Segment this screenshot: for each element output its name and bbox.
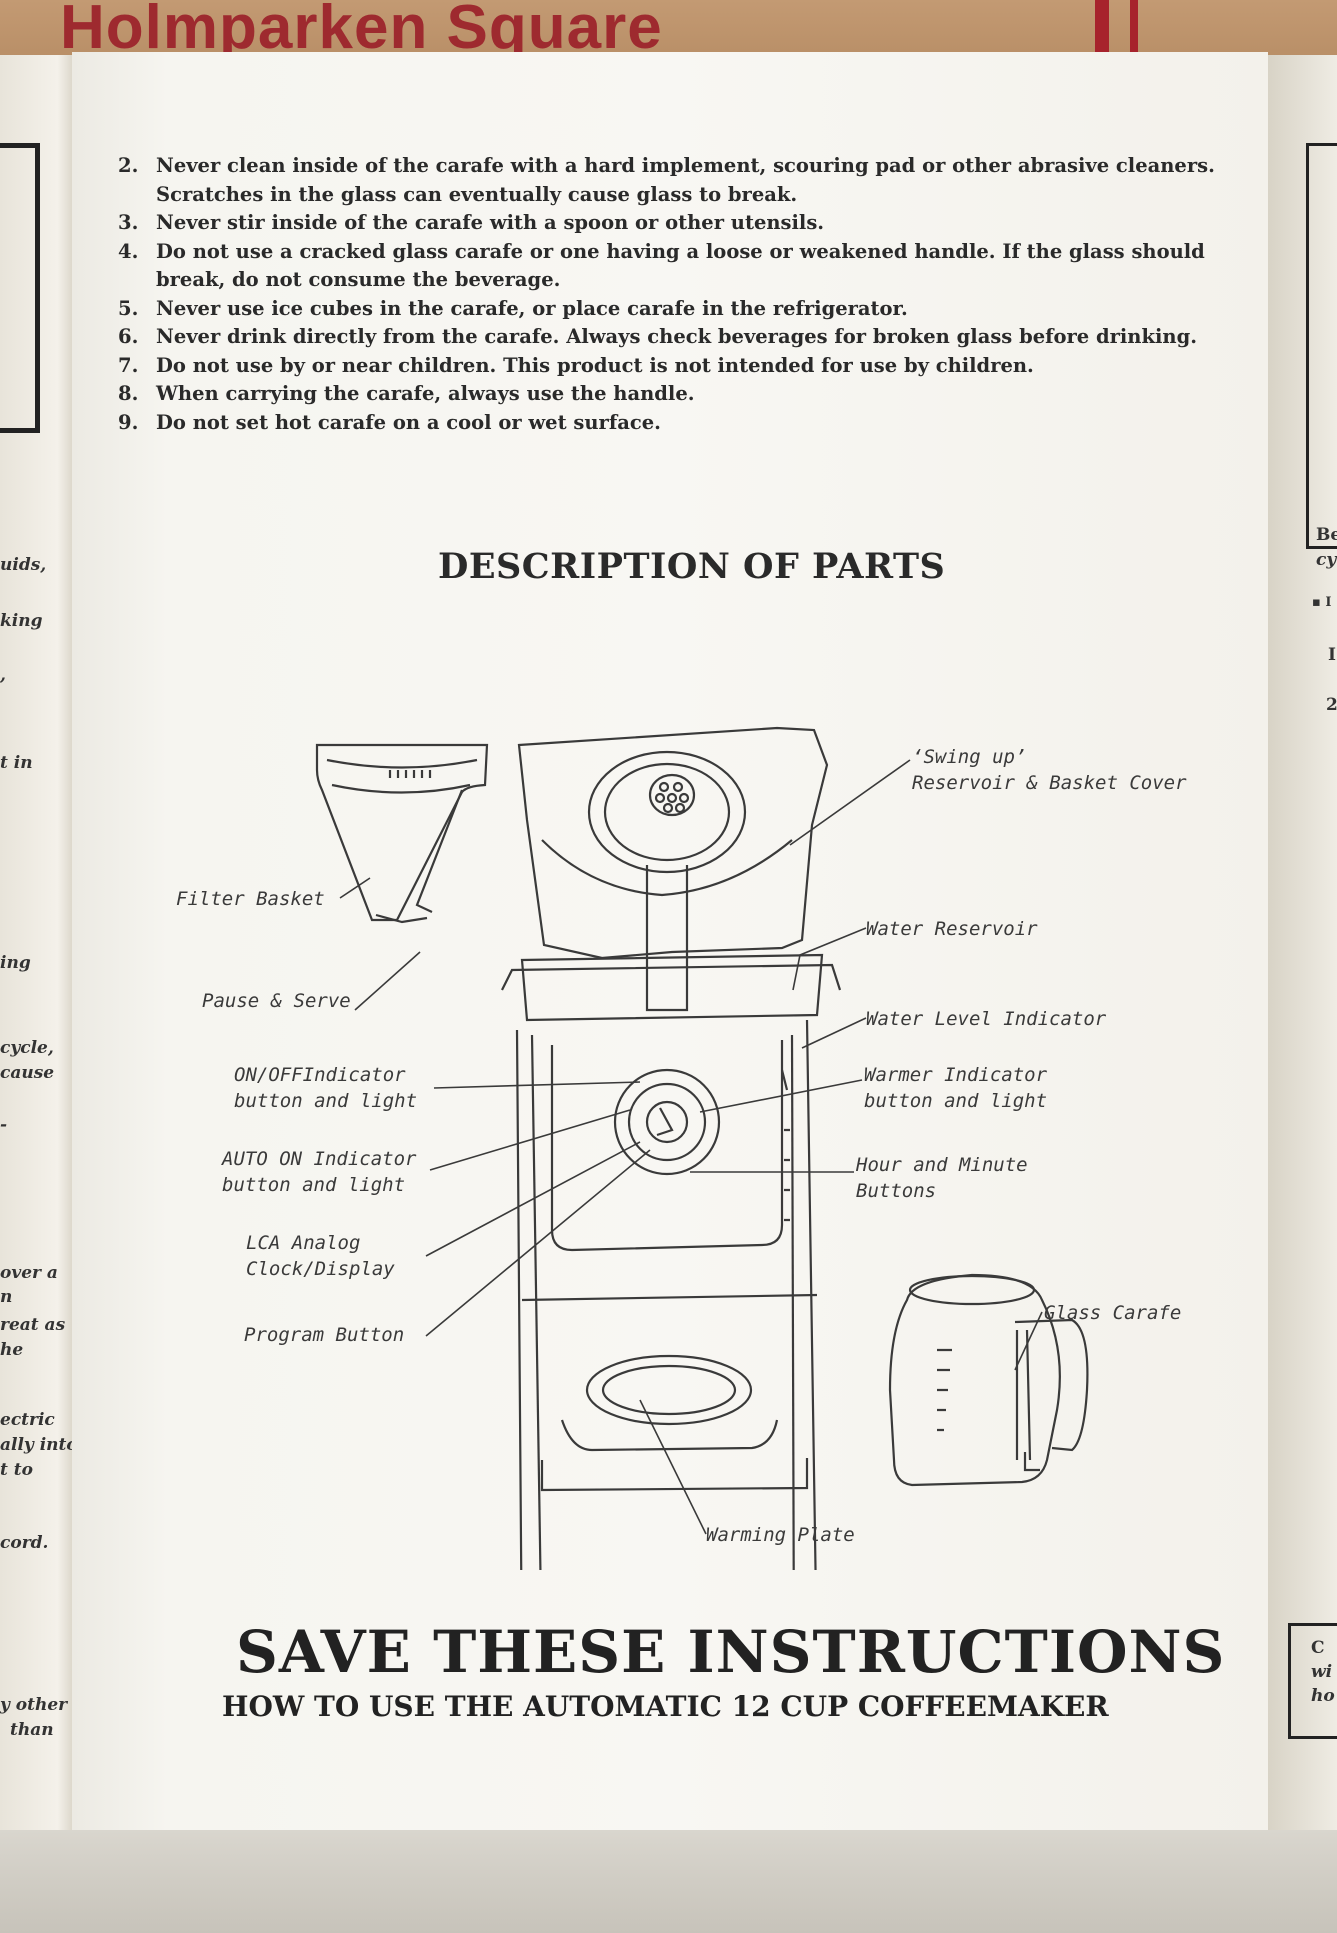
warning-item: 6. Never drink directly from the carafe. … [118, 323, 1248, 352]
warning-item: 7. Do not use by or near children. This p… [118, 352, 1248, 381]
glass-carafe-drawing [888, 1273, 1089, 1487]
warning-item: 8. When carrying the carafe, always use t… [118, 380, 1248, 409]
left-fragment: cord. [0, 1533, 49, 1553]
box-stripe [1095, 0, 1109, 62]
warning-text: Do not use a cracked glass carafe or one… [156, 239, 1205, 292]
label-auto-on-indicator: AUTO ON Indicator button and light [222, 1148, 417, 1196]
left-panel-frame [0, 143, 40, 433]
warning-item: 2. Never clean inside of the carafe with … [118, 152, 1248, 209]
right-fragment: wi [1311, 1662, 1333, 1682]
warning-text: Never use ice cubes in the carafe, or pl… [156, 296, 908, 320]
left-fragment: cycle, [0, 1038, 54, 1058]
warning-text: Never clean inside of the carafe with a … [156, 154, 1215, 206]
right-fragment: Be [1316, 525, 1337, 545]
save-instructions-title: SAVE THESE INSTRUCTIONS [236, 1618, 1226, 1686]
right-panel-box: C wi ho [1288, 1623, 1337, 1739]
left-fragment: he [0, 1340, 24, 1360]
left-fragment: reat as [0, 1315, 66, 1335]
left-fragment: than [10, 1720, 54, 1740]
swing-cover-drawing [517, 726, 829, 1012]
label-filter-basket: Filter Basket [176, 888, 325, 910]
label-program-button: Program Button [244, 1324, 405, 1346]
left-fragment: y other [0, 1695, 68, 1715]
warning-list: 2. Never clean inside of the carafe with … [118, 152, 1248, 437]
right-fragment: C [1311, 1638, 1325, 1658]
label-onoff-indicator: ON/OFFIndicator button and light [234, 1064, 418, 1112]
left-fragment: t to [0, 1460, 33, 1480]
warning-text: When carrying the carafe, always use the… [156, 382, 695, 405]
right-fragment: I [1328, 645, 1336, 665]
left-fragment: n [0, 1287, 13, 1307]
right-panel-frame [1306, 143, 1337, 549]
box-stripe [1130, 0, 1138, 62]
label-water-reservoir: Water Reservoir [866, 918, 1038, 940]
label-warming-plate: Warming Plate [706, 1524, 855, 1546]
left-fragment: over a [0, 1263, 58, 1283]
label-pause-serve: Pause & Serve [202, 990, 351, 1012]
filter-basket-drawing [315, 743, 489, 924]
label-hour-minute-buttons: Hour and Minute Buttons [856, 1154, 1028, 1202]
right-fragment: 2 [1326, 695, 1337, 715]
left-fragment: king [0, 611, 43, 631]
left-fragment: ally into [0, 1435, 72, 1455]
left-folded-panel: uids, king , t in ing cycle, cause - ove… [0, 55, 72, 1885]
label-lca-clock: LCA Analog Clock/Display [246, 1232, 395, 1280]
cardboard-box: Holmparken Square [0, 0, 1337, 62]
right-fragment: ho [1311, 1686, 1335, 1706]
coffeemaker-diagram [315, 726, 1089, 1570]
right-fragment: ▪ I [1312, 595, 1332, 610]
left-fragment: ing [0, 953, 31, 973]
warning-text: Never stir inside of the carafe with a s… [156, 211, 825, 234]
label-swing-up-cover: ‘Swing up’ Reservoir & Basket Cover [912, 746, 1187, 794]
warning-item: 3. Never stir inside of the carafe with a… [118, 209, 1248, 238]
warning-number: 4. [118, 239, 139, 263]
warning-item: 9. Do not set hot carafe on a cool or wet… [118, 409, 1248, 438]
warning-text: Do not use by or near children. This pro… [156, 353, 1034, 377]
warning-number: 7. [118, 353, 139, 377]
warning-number: 9. [118, 410, 139, 434]
left-fragment: t in [0, 753, 33, 773]
warning-number: 2. [118, 154, 139, 177]
warning-item: 4. Do not use a cracked glass carafe or o… [118, 238, 1248, 295]
warning-number: 5. [118, 296, 139, 320]
left-fragment: ectric [0, 1410, 55, 1430]
left-fragment: , [0, 665, 6, 685]
label-water-level: Water Level Indicator [866, 1008, 1107, 1030]
label-warmer-indicator: Warmer Indicator button and light [864, 1064, 1048, 1112]
label-glass-carafe: Glass Carafe [1044, 1302, 1182, 1324]
how-to-use-title: HOW TO USE THE AUTOMATIC 12 CUP COFFEEMA… [222, 1690, 1109, 1723]
warning-text: Never drink directly from the carafe. Al… [156, 325, 1197, 348]
warning-item: 5. Never use ice cubes in the carafe, or … [118, 295, 1248, 324]
table-surface [0, 1830, 1337, 1933]
coffeemaker-body-drawing [501, 953, 842, 1570]
warning-text: Do not set hot carafe on a cool or wet s… [156, 410, 661, 434]
left-fragment: uids, [0, 555, 47, 575]
left-fragment: - [0, 1115, 8, 1135]
warning-number: 3. [118, 211, 139, 234]
warning-number: 6. [118, 325, 139, 348]
parts-heading: DESCRIPTION OF PARTS [438, 546, 946, 587]
left-fragment: cause [0, 1063, 55, 1083]
right-folded-panel: Be cy ▪ I I 2 C wi ho [1268, 55, 1337, 1885]
box-printed-text: Holmparken Square [60, 0, 663, 62]
right-fragment: cy [1316, 550, 1337, 570]
warning-number: 8. [118, 382, 139, 405]
